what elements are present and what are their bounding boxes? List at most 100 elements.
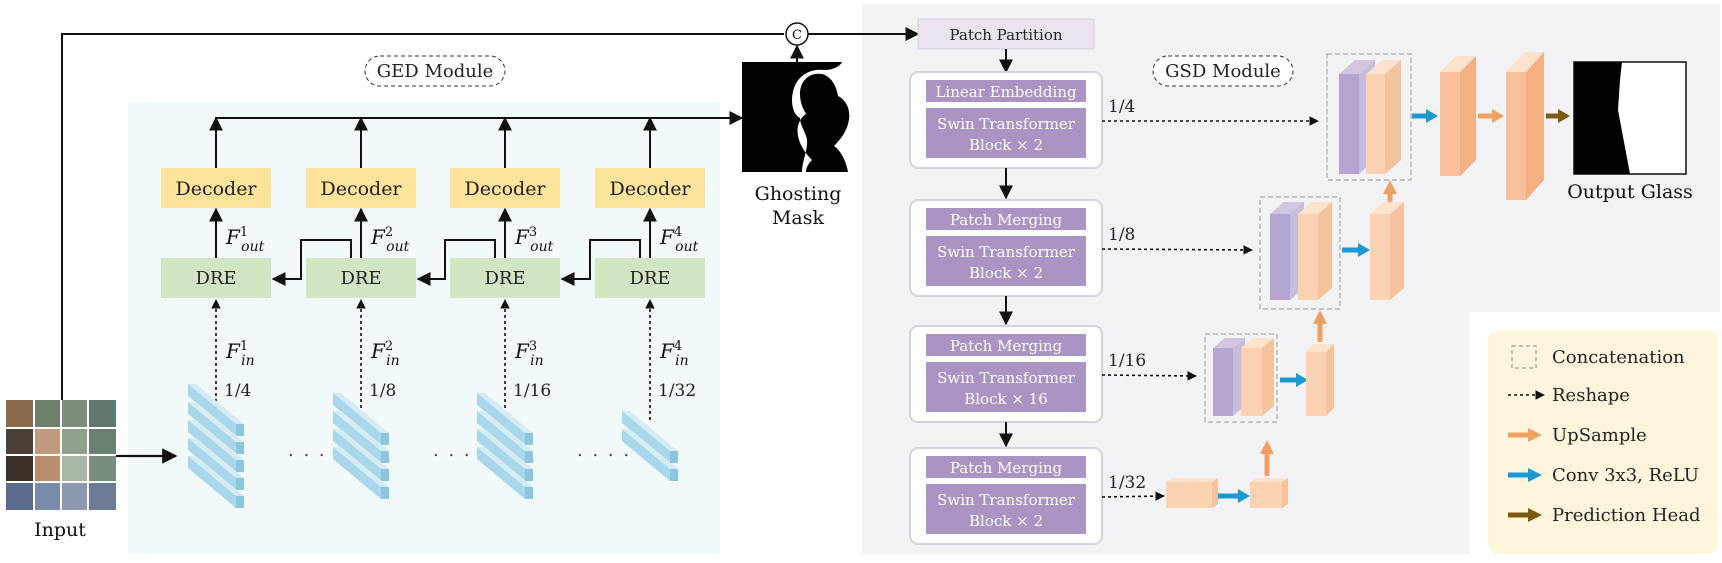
reshape-arrow [1101, 371, 1197, 381]
stage-top-block [926, 456, 1086, 478]
dre-label: DRE [629, 268, 670, 289]
dre-chain-arrow [560, 239, 641, 286]
gsd-scale-label: 1/16 [1108, 351, 1146, 371]
swin-label-2: Block × 2 [969, 512, 1043, 530]
legend-label: Concatenation [1552, 347, 1685, 368]
feature-cube-32b [1250, 478, 1288, 508]
stage-top-label: Linear Embedding [935, 83, 1076, 101]
gsd-module-label: GSD Module [1152, 55, 1294, 87]
swin-label-1: Swin Transformer [937, 115, 1076, 133]
legend-item: UpSample [1508, 425, 1647, 446]
decoder-block [306, 168, 416, 208]
ged-scale-label: 1/4 [224, 381, 251, 401]
feature-cube-full [1506, 52, 1544, 200]
svg-text:Patch Partition: Patch Partition [949, 26, 1062, 44]
swin-block [926, 362, 1086, 412]
encoder-feature-slab [333, 393, 389, 445]
encoder-feature-slab [188, 420, 244, 472]
dre-label: DRE [484, 268, 525, 289]
stage-top-label: Patch Merging [950, 459, 1063, 477]
svg-text:GED Module: GED Module [377, 61, 493, 82]
ged-scale-label: 1/8 [369, 381, 396, 401]
encoder-feature-slab [188, 384, 244, 436]
concat-box-8 [1259, 196, 1341, 310]
feature-cube-16b [1306, 344, 1334, 416]
ellipsis: . . . . [288, 440, 342, 461]
concat-box-16 [1204, 333, 1278, 423]
swin-block [926, 108, 1086, 158]
legend-label: Conv 3x3, ReLU [1552, 465, 1699, 486]
legend-item: Prediction Head [1508, 505, 1700, 526]
encoder-feature-slab [333, 411, 389, 463]
dre-chain-arrow [271, 239, 352, 286]
encoder-feature-slab [333, 429, 389, 481]
decoder-label: Decoder [609, 178, 691, 200]
dre-block [595, 258, 705, 298]
output-glass-image [1573, 61, 1687, 175]
decoder-label: Decoder [320, 178, 402, 200]
decoder-block [161, 168, 271, 208]
ged-module-label: GED Module [364, 55, 506, 87]
feature-stack-8 [1270, 202, 1332, 300]
ghosting-mask-label-1: Ghosting [755, 183, 842, 205]
ged-scale-label: 1/32 [658, 381, 696, 401]
swin-label-2: Block × 2 [969, 136, 1043, 154]
ghosting-mask-label-2: Mask [772, 207, 825, 229]
stage-top-block [926, 334, 1086, 356]
legend-label: Prediction Head [1552, 505, 1700, 526]
swin-label-1: Swin Transformer [937, 369, 1076, 387]
blue-arrow-icon [1508, 468, 1542, 482]
legend-label: Reshape [1552, 385, 1630, 406]
stage-top-block [926, 80, 1086, 102]
svg-text:GSD Module: GSD Module [1165, 61, 1281, 82]
ged-scale-label: 1/16 [513, 381, 551, 401]
encoder-feature-slab [477, 429, 533, 481]
swin-label-2: Block × 2 [969, 264, 1043, 282]
legend-item: Conv 3x3, ReLU [1508, 465, 1699, 486]
decoder-block [450, 168, 560, 208]
ellipsis: . . . . [577, 440, 631, 461]
encoder-feature-slab [622, 411, 678, 463]
feature-cube-4b [1440, 56, 1476, 176]
encoder-feature-slab [477, 411, 533, 463]
ghosting-mask-image [742, 62, 854, 172]
gsd-scale-label: 1/8 [1108, 225, 1135, 245]
swin-block [926, 236, 1086, 286]
feature-stack-16 [1213, 338, 1274, 416]
olive-arrow-icon [1508, 508, 1542, 522]
dre-block [161, 258, 271, 298]
legend-label: UpSample [1552, 425, 1647, 446]
dre-label: DRE [340, 268, 381, 289]
dre-label: DRE [195, 268, 236, 289]
encoder-feature-slab [477, 447, 533, 499]
swin-label-1: Swin Transformer [937, 491, 1076, 509]
dashed-square-icon [1511, 345, 1537, 369]
input-label: Input [34, 519, 86, 541]
dre-chain-arrow [416, 239, 496, 286]
feature-cube-8b [1370, 202, 1404, 300]
concat-symbol: C [792, 28, 802, 43]
decoder-label: Decoder [464, 178, 546, 200]
gsd-fusion-branch [1166, 52, 1570, 508]
reshape-arrow [1101, 491, 1165, 501]
feature-cube-32a [1166, 478, 1218, 508]
legend-box [1488, 330, 1718, 554]
dre-block [306, 258, 416, 298]
gsd-scale-label: 1/32 [1108, 473, 1146, 493]
